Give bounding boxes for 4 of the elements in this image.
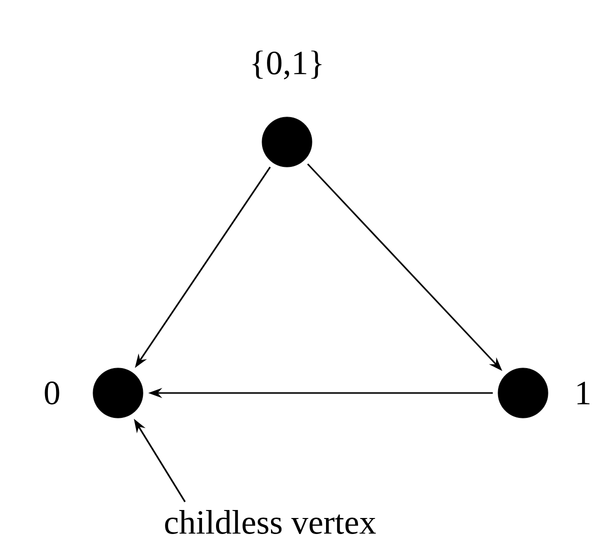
vertex-label: 1 <box>578 382 590 404</box>
vertex-label: 0 <box>44 382 60 404</box>
caption-text: childless vertex <box>165 510 376 534</box>
vertex-label: {0,1} <box>252 50 322 80</box>
